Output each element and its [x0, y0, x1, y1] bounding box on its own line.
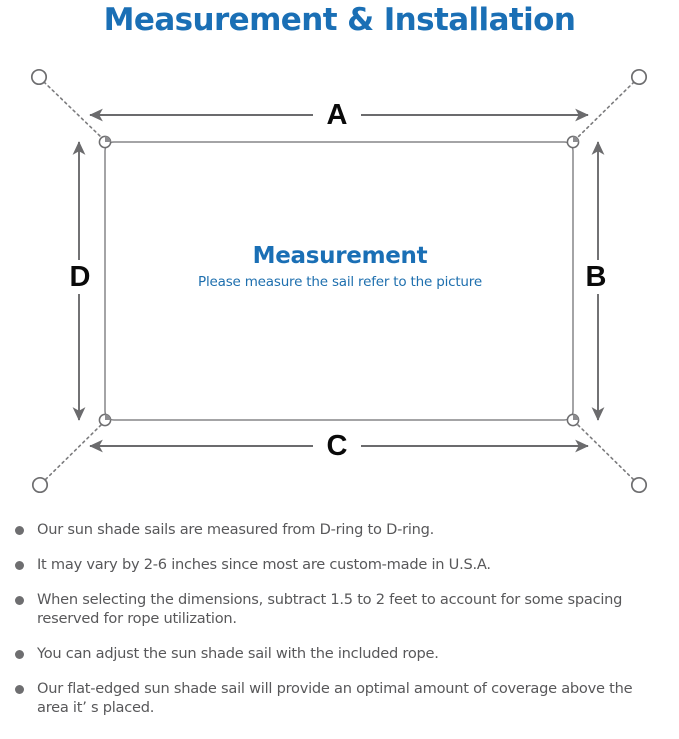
rope-bottom-left	[44, 424, 102, 481]
d-ring-tab-top-right	[573, 136, 579, 142]
dimension-label-d: D	[59, 260, 101, 294]
d-ring-tab-bottom-right	[573, 414, 579, 420]
anchor-point-top-right	[630, 68, 648, 86]
sail-measurement-diagram: Measurement Please measure the sail refe…	[0, 46, 679, 516]
bullet-icon	[15, 526, 24, 535]
note-text: When selecting the dimensions, subtract …	[37, 591, 623, 627]
bullet-icon	[15, 650, 24, 659]
note-text: You can adjust the sun shade sail with t…	[37, 645, 439, 662]
bullet-icon	[15, 596, 24, 605]
list-item: It may vary by 2-6 inches since most are…	[6, 555, 665, 574]
rope-bottom-right	[577, 424, 635, 481]
d-ring-tab-top-left	[105, 136, 111, 142]
bullet-icon	[15, 685, 24, 694]
diagram-canvas	[30, 68, 648, 494]
anchor-point-bottom-left	[31, 476, 49, 494]
page-title: Measurement & Installation	[103, 2, 576, 38]
dimension-label-a: A	[313, 98, 361, 132]
note-text: It may vary by 2-6 inches since most are…	[37, 556, 491, 573]
notes-list: Our sun shade sails are measured from D-…	[0, 520, 679, 717]
dimension-label-c: C	[313, 429, 361, 463]
shade-sail-body	[104, 141, 574, 421]
rope-top-left	[43, 81, 102, 138]
anchor-point-bottom-right	[630, 476, 648, 494]
list-item: Our flat-edged sun shade sail will provi…	[6, 679, 665, 717]
rope-top-right	[577, 81, 635, 138]
list-item: When selecting the dimensions, subtract …	[6, 590, 665, 628]
list-item: Our sun shade sails are measured from D-…	[6, 520, 665, 539]
note-text: Our sun shade sails are measured from D-…	[37, 521, 435, 538]
d-ring-tab-bottom-left	[105, 414, 111, 420]
bullet-icon	[15, 561, 24, 570]
dimension-label-b: B	[575, 260, 617, 294]
anchor-point-top-left	[30, 68, 48, 86]
list-item: You can adjust the sun shade sail with t…	[6, 644, 665, 663]
note-text: Our flat-edged sun shade sail will provi…	[37, 680, 633, 716]
